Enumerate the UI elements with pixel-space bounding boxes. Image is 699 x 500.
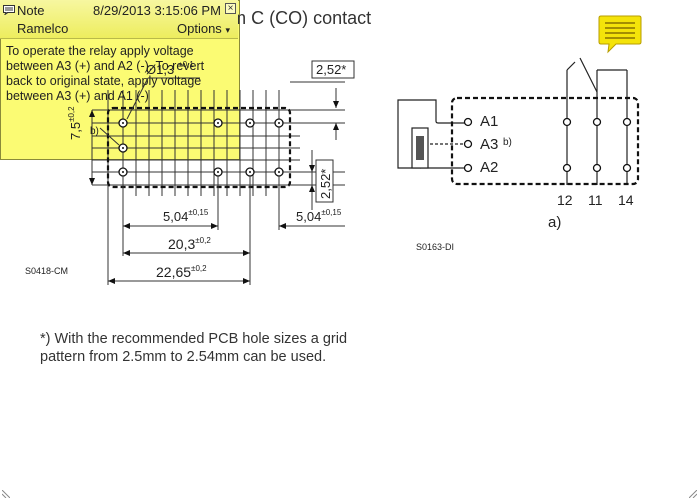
- dim-504-left-value: 5,04: [163, 209, 189, 224]
- dim-504-right: 5,04±0,15: [296, 208, 341, 226]
- pin-11-label: 11: [588, 192, 603, 208]
- left-drawing-code: S0418-CM: [25, 266, 69, 276]
- footnote-text: *) With the recommended PCB hole sizes a…: [40, 331, 348, 365]
- close-icon[interactable]: ×: [225, 3, 236, 14]
- pin-a3-label: A3: [480, 136, 499, 153]
- height-dimension-value: 7,5: [68, 121, 83, 140]
- height-dimension-tolerance: ±0,2: [67, 106, 76, 122]
- note-b-left-label: b): [90, 126, 99, 137]
- dim-504-left: 5,04±0,15: [163, 208, 208, 226]
- relay-circuit-diagram: [397, 57, 640, 186]
- pitch-right-label: 2,52*: [318, 168, 333, 199]
- dim-504-right-tolerance: ±0,15: [321, 208, 342, 217]
- pin-12-label: 12: [557, 192, 573, 208]
- note-body-text[interactable]: To operate the relay apply voltage betwe…: [6, 44, 205, 103]
- dim-2265-tolerance: ±0,2: [191, 264, 207, 273]
- chevron-down-icon: ▾: [225, 25, 230, 35]
- resize-grip-left-icon[interactable]: [2, 490, 10, 498]
- pin-a1-label: A1: [480, 113, 499, 130]
- right-drawing-code: S0163-DI: [416, 242, 455, 252]
- dim-2265-value: 22,65: [156, 264, 192, 280]
- hole-diameter-label: Ø1,3: [146, 62, 175, 77]
- note-timestamp: 8/29/2013 3:15:06 PM: [93, 3, 221, 18]
- options-label: Options: [177, 21, 222, 36]
- pin-a2-label: A2: [480, 159, 499, 176]
- dim-504-right-value: 5,04: [296, 209, 322, 224]
- height-dimension: 7,5±0,2: [67, 106, 85, 140]
- dim-203-value: 20,3: [168, 236, 196, 252]
- comment-bubble-icon[interactable]: [598, 14, 642, 54]
- pin-14-label: 14: [618, 192, 634, 208]
- hole-diameter-tolerance: +0,1: [178, 60, 194, 69]
- dim-2265: 22,65±0,2: [156, 264, 207, 282]
- pin-a3-note: b): [503, 137, 512, 148]
- note-icon: [3, 5, 15, 15]
- options-menu-button[interactable]: Options ▾: [177, 21, 230, 36]
- note-author: Ramelco: [17, 21, 69, 36]
- resize-grip-right-icon[interactable]: [689, 490, 697, 498]
- sticky-note-header[interactable]: Note 8/29/2013 3:15:06 PM × Ramelco Opti…: [0, 0, 238, 39]
- pcb-hole-layout-drawing: [89, 60, 355, 285]
- diagram-caption: a): [548, 214, 562, 231]
- dim-203-tolerance: ±0,2: [195, 236, 211, 245]
- note-label: Note: [17, 3, 45, 18]
- pitch-top-label: 2,52*: [316, 62, 347, 77]
- dim-203: 20,3±0,2: [168, 236, 211, 254]
- dim-504-left-tolerance: ±0,15: [188, 208, 209, 217]
